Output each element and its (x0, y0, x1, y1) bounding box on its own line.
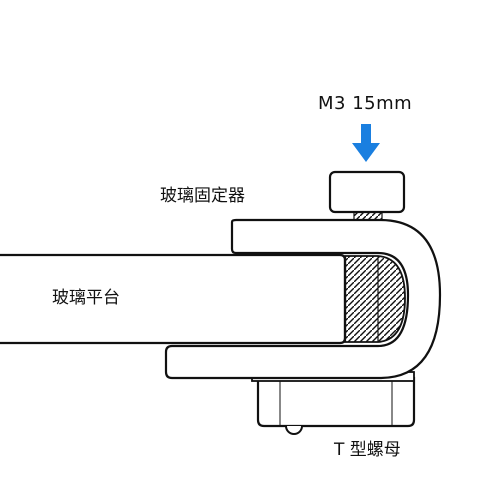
screw-label: M3 15mm (318, 93, 413, 114)
t-nut-label: T 型螺母 (334, 440, 401, 460)
arrow-down-icon (352, 124, 380, 162)
glass-platform-label: 玻璃平台 (52, 288, 120, 308)
glass-holder (164, 218, 442, 380)
screw-shank (353, 211, 383, 221)
threaded-insert (343, 255, 406, 343)
screw-head (328, 170, 406, 214)
glass-holder-label: 玻璃固定器 (160, 186, 245, 206)
t-nut (251, 371, 416, 435)
